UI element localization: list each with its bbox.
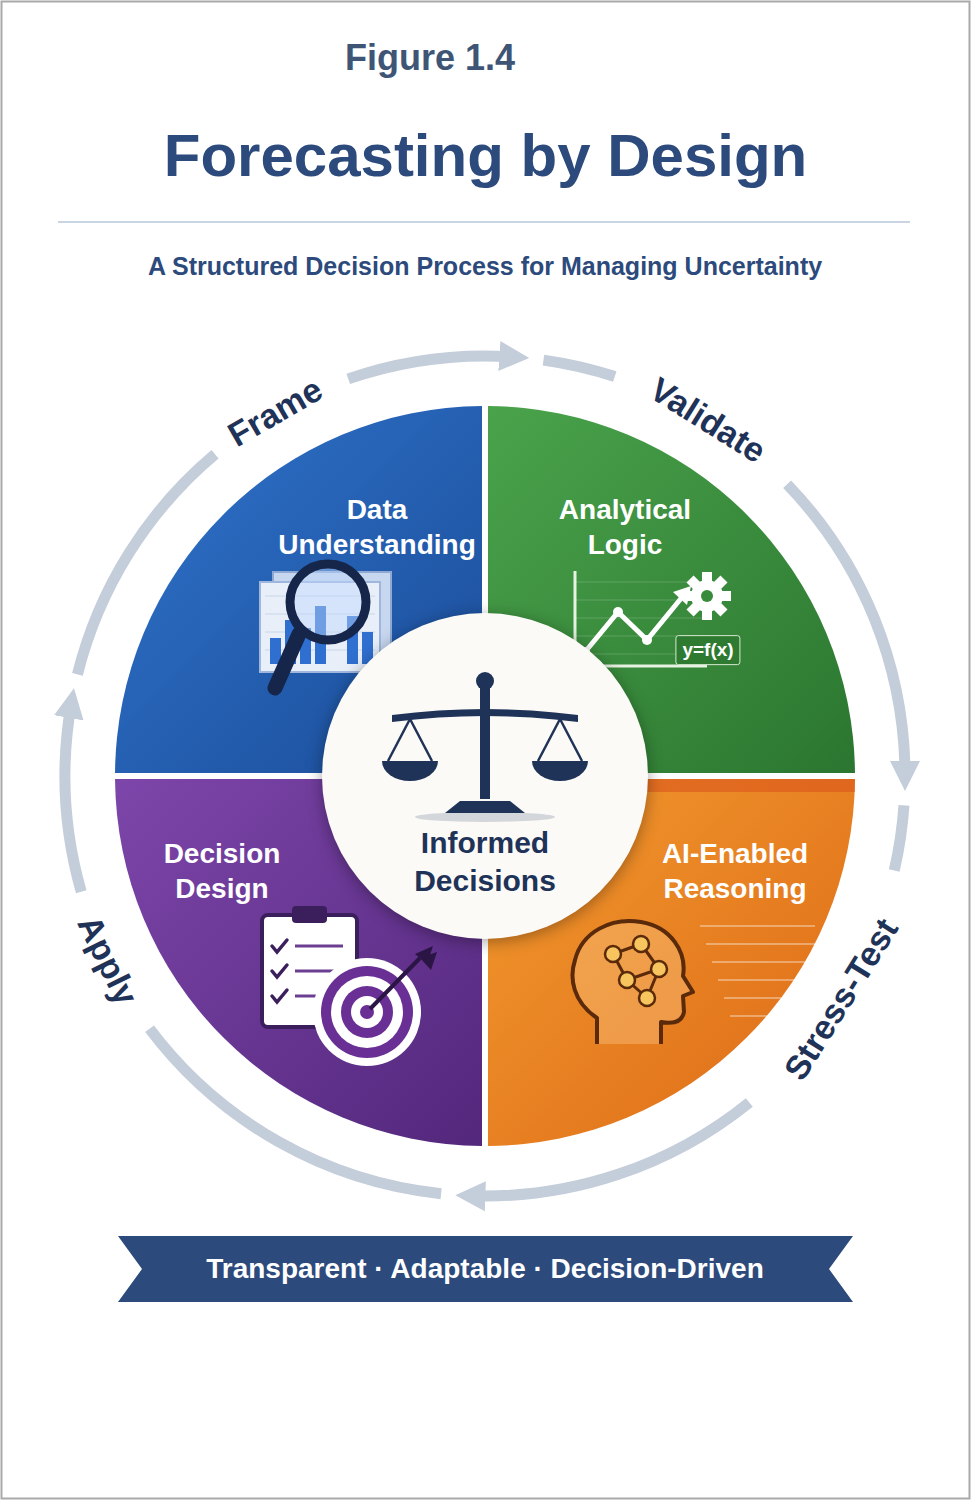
banner-text: Transparent · Adaptable · Decision-Drive…: [206, 1251, 764, 1286]
check-mark: [272, 940, 287, 952]
speed-line: [706, 943, 815, 945]
subtitle: A Structured Decision Process for Managi…: [148, 251, 822, 282]
speed-line: [730, 1015, 815, 1017]
scale-string: [560, 719, 582, 761]
network-node: [605, 946, 621, 962]
scale-string: [410, 719, 432, 761]
center-circle-fill: [322, 613, 648, 939]
speed-line: [712, 961, 815, 963]
scale-pan: [532, 761, 588, 781]
scale-base: [445, 801, 525, 813]
grid-line: [575, 654, 707, 655]
center-circle: Informed Decisions: [320, 611, 650, 941]
cycle-step: Apply: [68, 908, 148, 1012]
formula-label: y=f(x): [675, 635, 740, 665]
network-node: [619, 972, 635, 988]
cycle-ring: [65, 356, 905, 1196]
data-point: [642, 635, 652, 645]
gear-hole: [701, 590, 713, 602]
magnifier-lens: [290, 564, 366, 640]
gear-body: [691, 580, 723, 612]
motto-banner: Transparent · Adaptable · Decision-Drive…: [118, 1236, 853, 1302]
target-ring: [313, 958, 421, 1066]
node-label: Informed Decisions: [380, 824, 590, 899]
network-node: [633, 936, 649, 952]
orange-icon: [573, 921, 815, 1044]
data-point: [613, 607, 623, 617]
speed-line: [718, 979, 815, 981]
cycle-arrow: [894, 805, 904, 870]
node-label: Analytical Logic: [533, 492, 718, 562]
scale-pan: [382, 761, 438, 781]
scale-beam: [392, 709, 578, 722]
trend-line: [585, 596, 683, 652]
head-profile: [573, 921, 693, 1044]
title-rule: [58, 221, 910, 223]
node-label: AI-Enabled Reasoning: [633, 836, 838, 906]
title-heading: Forecasting by Design: [0, 118, 971, 193]
speed-line: [700, 925, 815, 927]
check-mark: [272, 965, 287, 977]
scale-post: [480, 687, 490, 799]
grid-line: [575, 618, 707, 619]
magnifier-handle: [275, 634, 299, 688]
network-node: [651, 961, 667, 977]
cycle-arrow: [65, 703, 81, 892]
figure-number: Figure 1.4: [345, 35, 515, 80]
clipboard-clip: [292, 906, 327, 923]
green-icon: [573, 571, 731, 668]
node-label: Decision Design: [135, 836, 310, 906]
cycle-step: Frame: [220, 368, 330, 456]
cycle-arrow: [543, 360, 614, 376]
dart-shaft: [370, 958, 420, 1009]
accent-strip: [488, 779, 855, 792]
scale-string: [388, 719, 410, 761]
motto-banner-fill: [118, 1236, 853, 1302]
scale-shadow: [415, 812, 555, 822]
gear-symbol: [683, 572, 731, 620]
speed-line: [724, 997, 815, 999]
network-node: [639, 990, 655, 1006]
purple-icon: [262, 906, 437, 1066]
dart-fletching: [415, 946, 437, 970]
check-mark: [272, 990, 287, 1002]
cycle-arrow: [348, 356, 514, 379]
scale-string: [538, 719, 560, 761]
list-line: [295, 945, 343, 948]
quadrant-segment-fill: [488, 779, 855, 1146]
center-icon: [382, 672, 588, 822]
node-label: Data Understanding: [257, 492, 497, 562]
quadrant-segment-fill: [115, 779, 482, 1146]
